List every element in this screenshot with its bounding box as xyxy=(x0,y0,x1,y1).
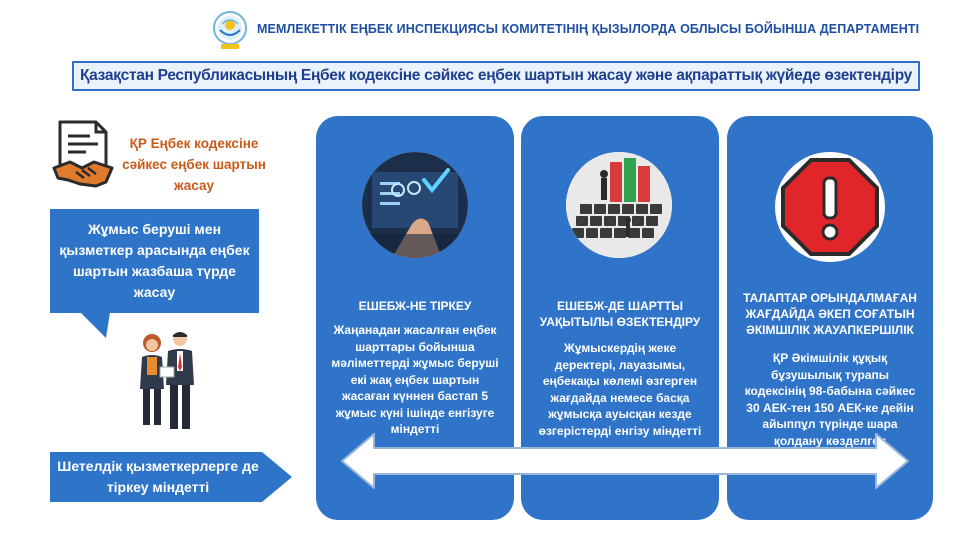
callout-tail xyxy=(80,312,110,338)
keyboard-people-icon xyxy=(566,152,672,258)
double-arrow-icon xyxy=(341,433,909,489)
touchscreen-checkmark-icon xyxy=(362,152,468,258)
card3-image xyxy=(775,152,885,262)
card3-body: ҚР Әкімшілік құқық бұзушылық турапы коде… xyxy=(744,351,916,448)
card1-body: Жаңанадан жасалған еңбек шарттары бойынш… xyxy=(331,323,499,436)
contract-title: ҚР Еңбек кодексіне сәйкес еңбек шартын ж… xyxy=(122,136,266,193)
banner-text: Қазақстан Республикасының Еңбек кодексін… xyxy=(80,67,912,84)
foreign-workers-text: Шетелдік қызметкерлерге де тіркеу міндет… xyxy=(57,458,259,495)
written-contract-callout: Жұмыс беруші мен қызметкер арасында еңбе… xyxy=(50,209,259,313)
card2-body: Жұмыскердің жеке деректері, лауазымы, ең… xyxy=(538,341,702,438)
card2-title: ЕШЕБЖ-ДЕ ШАРТТЫ УАҚЫТЫЛЫ ӨЗЕКТЕНДІРУ xyxy=(539,299,701,329)
card2-image xyxy=(566,152,672,258)
card3-title: ТАЛАПТАР ОРЫНДАЛМАҒАН ЖАҒДАЙДА ӘКЕП СОҒА… xyxy=(743,291,917,337)
two-people-illustration-icon xyxy=(140,332,194,429)
topic-banner: Қазақстан Республикасының Еңбек кодексін… xyxy=(72,61,920,91)
callout-text: Жұмыс беруші мен қызметкер арасында еңбе… xyxy=(59,221,250,300)
card1-image xyxy=(362,152,468,258)
card1-title: ЕШЕБЖ-НЕ ТІРКЕУ xyxy=(358,299,472,313)
contract-handshake-icon xyxy=(52,120,114,188)
department-logo-icon xyxy=(213,11,247,49)
organization-title: МЕМЛЕКЕТТІК ЕҢБЕК ИНСПЕКЦИЯСЫ КОМИТЕТІНІ… xyxy=(257,22,920,36)
foreign-workers-arrow xyxy=(50,452,292,502)
warning-stop-icon xyxy=(781,158,879,256)
